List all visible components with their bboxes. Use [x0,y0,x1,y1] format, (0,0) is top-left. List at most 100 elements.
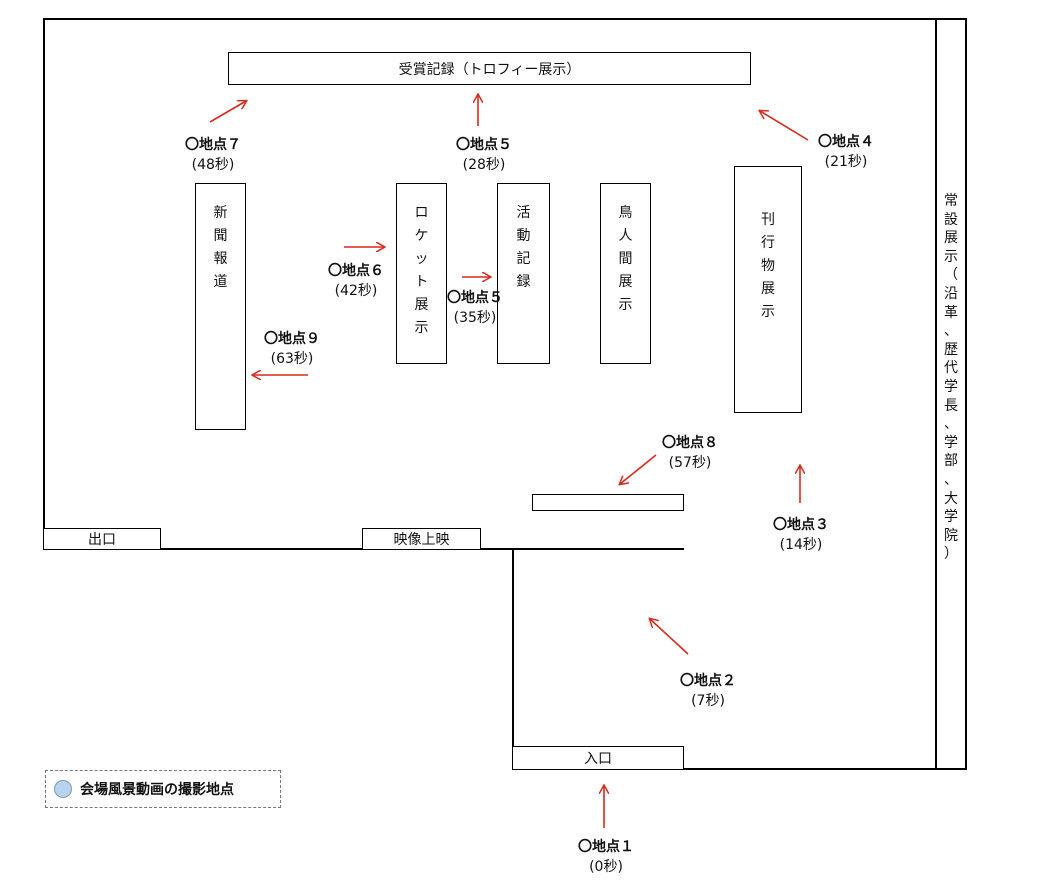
exhibit-char: 活 [516,205,531,221]
exhibit-char: 示 [414,320,429,336]
wall-bottom-right [684,768,967,770]
exhibit-char: 学 [944,509,958,526]
exhibit-char: 動 [516,228,531,244]
point-3-time: (14秒) [779,537,823,553]
arrow-point-2 [650,619,689,655]
exhibit-char: 大 [944,490,958,507]
video-screening-label: 映像上映 [393,532,450,548]
exhibit-char: 、 [944,471,958,488]
exhibit-char: 報 [213,251,228,267]
exhibit-char: 示 [618,297,633,313]
exhibit-char: 新 [213,205,228,221]
point-5a-title: 〇地点５ [456,137,512,153]
trophy-exhibit-label: 受賞記録（トロフィー展示） [398,61,581,78]
point-5a-time: (28秒) [462,157,506,173]
exhibit-char: 聞 [213,228,228,244]
exhibit-birdman: 鳥人間展示 [600,183,651,364]
exhibit-char: 、 [944,416,958,433]
exhibit-char: 部 [944,453,958,470]
point-2[interactable]: 〇地点２ (7秒) [680,670,736,710]
display-stand [532,494,684,511]
exhibit-char: ） [944,546,958,563]
point-1-time: (0秒) [589,859,623,875]
arrow-point-4 [760,111,809,141]
exit-label: 出口 [88,532,116,548]
point-8[interactable]: 〇地点８ (57秒) [662,432,718,472]
point-8-title: 〇地点８ [662,435,718,451]
exhibit-char: 院 [944,527,958,544]
exhibit-char: 長 [944,397,958,414]
exhibit-char: 、 [944,323,958,340]
point-5b-title: 〇地点５ [447,290,503,306]
exhibit-char: 物 [761,258,775,274]
arrow-point-7 [209,101,246,123]
wall-left [43,18,45,550]
exhibit-char: 歴 [944,341,958,358]
arrow-point-8 [620,454,657,484]
wall-entrance-left [512,548,514,770]
wall-top [43,18,967,20]
exhibit-char: 行 [761,235,775,251]
entrance-door[interactable]: 入口 [512,746,684,770]
point-1[interactable]: 〇地点１ (0秒) [578,836,634,876]
exhibit-char: 革 [944,304,958,321]
exhibit-char: 道 [213,274,228,290]
exhibit-char: 鳥 [618,205,633,221]
trophy-exhibit-board: 受賞記録（トロフィー展示） [228,52,751,85]
legend-box: 会場風景動画の撮影地点 [45,770,281,808]
exhibit-char: 沿 [944,285,958,302]
point-9-time: (63秒) [270,351,314,367]
point-7-time: (48秒) [191,157,235,173]
point-2-title: 〇地点２ [680,673,736,689]
point-5-middle[interactable]: 〇地点５ (35秒) [447,287,503,327]
exhibit-permanent: 常設展示（沿革、歴代学長、学部、大学院） [937,192,965,564]
exhibit-char: 刊 [761,212,775,228]
wall-right [965,18,967,770]
point-3-title: 〇地点３ [773,517,829,533]
exhibit-char: 展 [944,230,958,247]
exhibit-char: 展 [618,274,633,290]
exhibit-char: 代 [944,360,958,377]
point-4-time: (21秒) [824,154,868,170]
exhibit-activity-record: 活動記録 [497,183,550,364]
point-1-title: 〇地点１ [578,839,634,855]
exhibit-char: 人 [618,228,633,244]
exhibit-newspaper: 新聞報道 [195,183,246,430]
point-6-time: (42秒) [334,283,378,299]
exhibit-char: 示 [944,248,958,265]
exhibit-char: 間 [618,251,633,267]
point-9-title: 〇地点９ [264,331,320,347]
wall-inner-right [935,18,937,770]
point-4-title: 〇地点４ [818,134,874,150]
exhibit-char: 常 [944,193,958,209]
exhibit-char: ケ [414,228,429,244]
exhibit-char: 学 [944,378,958,395]
exhibit-char: 学 [944,434,958,451]
point-7-title: 〇地点７ [185,137,241,153]
point-5b-time: (35秒) [453,310,497,326]
point-6-title: 〇地点６ [328,263,384,279]
legend-text: 会場風景動画の撮影地点 [80,782,234,798]
point-9[interactable]: 〇地点９ (63秒) [264,328,320,368]
exit-door[interactable]: 出口 [43,528,161,550]
exhibit-char: 示 [761,304,775,320]
exhibit-rocket: ロケット展示 [396,183,447,364]
exhibit-char: ッ [414,251,429,267]
point-4[interactable]: 〇地点４ (21秒) [818,131,874,171]
exhibit-publications: 刊行物展示 [734,166,802,413]
exhibit-char: 設 [944,211,958,228]
exhibit-char: ロ [414,205,429,221]
exhibit-char: 記 [516,251,531,267]
point-5-top[interactable]: 〇地点５ (28秒) [456,134,512,174]
point-3[interactable]: 〇地点３ (14秒) [773,514,829,554]
exhibit-char: ト [414,274,429,290]
point-6[interactable]: 〇地点６ (42秒) [328,260,384,300]
point-7[interactable]: 〇地点７ (48秒) [185,134,241,174]
video-screening: 映像上映 [362,528,481,550]
exhibit-char: （ [944,267,958,284]
entrance-label: 入口 [584,751,612,767]
exhibit-char: 展 [414,297,429,313]
exhibit-char: 録 [516,274,531,290]
point-8-time: (57秒) [668,455,712,471]
